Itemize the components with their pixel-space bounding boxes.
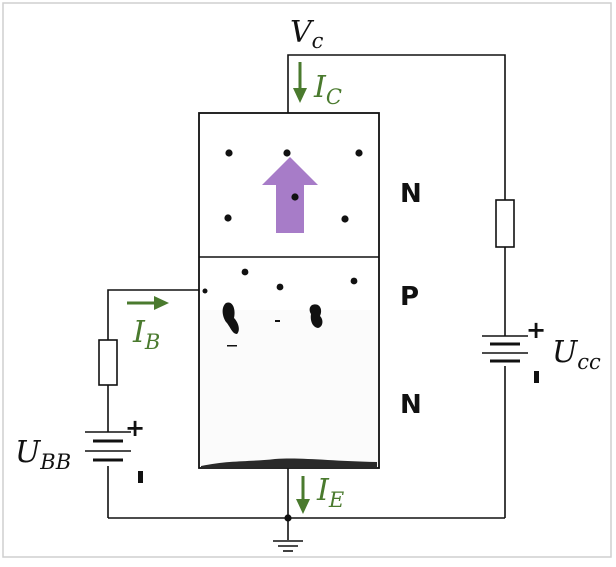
ic-arrowhead	[293, 88, 307, 103]
electron-dot	[276, 283, 284, 291]
electron-dot	[241, 268, 249, 276]
collector-electrons	[224, 149, 363, 223]
region-label-emitter: N	[400, 390, 422, 420]
electron-dot	[225, 149, 233, 157]
ubb-label: UBB	[15, 435, 71, 474]
battery-icon	[85, 431, 131, 462]
ubb-minus-sign	[138, 471, 143, 483]
ib-arrowhead	[154, 296, 169, 310]
electron-dot	[224, 214, 232, 222]
electron-dot	[283, 149, 291, 157]
base-wire-top	[107, 289, 199, 340]
electron-blob	[309, 304, 323, 328]
outer-frame	[2, 2, 612, 558]
ie-arrowhead	[296, 499, 310, 514]
electron-smear	[275, 320, 280, 322]
ic-label: IC	[313, 70, 342, 109]
electron-dot	[341, 215, 349, 223]
electron-smear	[227, 345, 237, 347]
resistor-icon	[495, 199, 515, 248]
electron-dot	[291, 193, 299, 201]
electron-dot	[202, 288, 208, 294]
wires	[107, 54, 506, 540]
region-label-base: P	[400, 282, 419, 312]
ib-label: IB	[132, 315, 160, 354]
ucc-label: Ucc	[552, 335, 601, 374]
ucc-minus-sign	[534, 371, 539, 383]
base-electrons	[202, 268, 358, 347]
vc-label: Vc	[290, 15, 324, 53]
battery-icon	[482, 335, 528, 363]
ucc-plus-sign: +	[526, 316, 546, 344]
emitter-edge-shadow	[201, 458, 377, 467]
emitter-region-shade	[200, 310, 378, 465]
region-label-collector: N	[400, 179, 422, 209]
collector-wire	[287, 54, 506, 200]
resistor-icon	[98, 339, 118, 386]
electron-dot	[350, 277, 358, 285]
electron-blob	[222, 302, 239, 334]
current-arrows	[127, 62, 310, 514]
up-arrow-icon	[262, 157, 318, 233]
ubb-plus-sign: +	[125, 414, 145, 442]
ie-label: IE	[316, 473, 344, 512]
junction-dot	[284, 514, 292, 522]
electron-dot	[355, 149, 363, 157]
ground-icon	[273, 540, 303, 552]
